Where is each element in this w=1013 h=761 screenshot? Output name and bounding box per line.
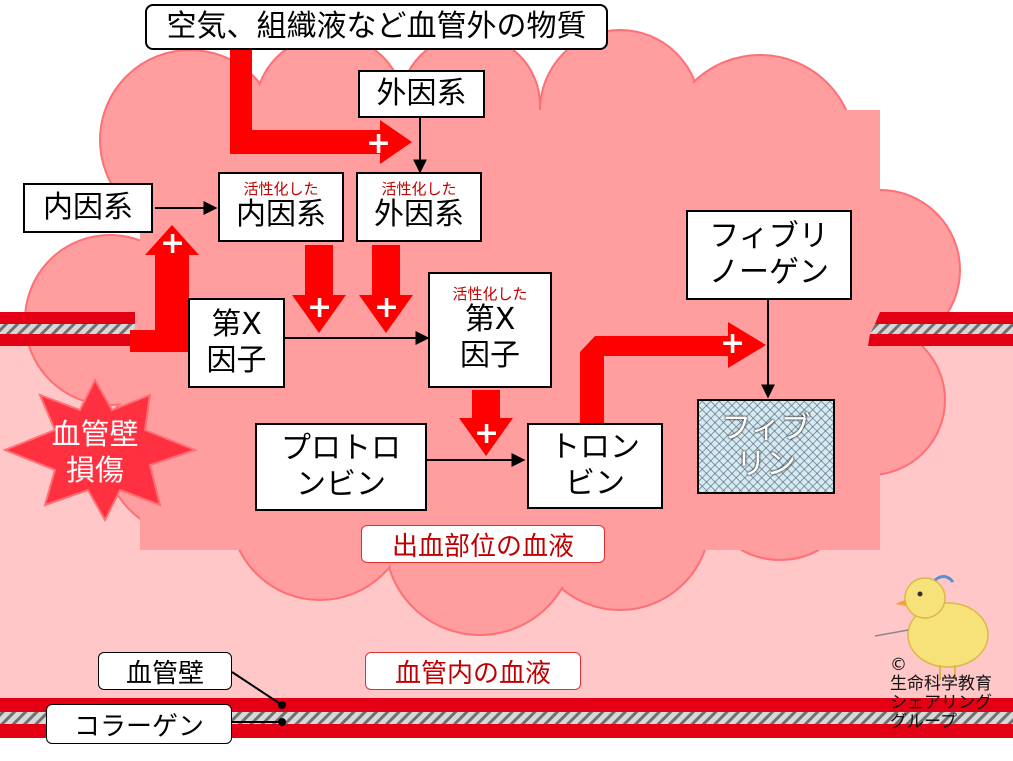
bleeding-blood-text: 出血部位の血液 xyxy=(391,531,574,562)
red-arrow-injury-to-intrinsic xyxy=(130,225,199,352)
activated-intrinsic-text: 内因系 xyxy=(236,197,326,233)
thrombin-line2: ビン xyxy=(565,466,625,501)
black-arrows xyxy=(155,116,775,467)
factor-x-line2: 因子 xyxy=(206,343,267,378)
fibrinogen-line2: ノーゲン xyxy=(709,255,829,290)
activated-factor-x-line2: 因子 xyxy=(460,338,520,374)
plus-sign-2: + xyxy=(160,226,186,261)
red-arrow-factor-x-down xyxy=(459,390,513,456)
activated-factor-x-line1: 第X xyxy=(464,302,516,338)
collagen-text: コラーゲン xyxy=(73,711,204,742)
vessel-wall-label: 血管壁 xyxy=(98,652,232,690)
prothrombin-box: プロトロ ンビン xyxy=(255,423,427,511)
bleeding-blood-label: 出血部位の血液 xyxy=(361,525,605,563)
activated-factor-x-box: 活性化した 第X 因子 xyxy=(428,272,552,388)
prothrombin-line1: プロトロ xyxy=(281,431,401,466)
red-arrow-thrombin-to-fibrin xyxy=(580,322,766,425)
plus-sign-5: + xyxy=(474,416,500,451)
plus-sign-6: + xyxy=(720,326,746,361)
activated-intrinsic-label: 活性化した xyxy=(243,179,319,198)
fibrin-line1: フィブ xyxy=(721,410,811,446)
external-substance-box: 空気、組織液など血管外の物質 xyxy=(145,4,608,50)
intrinsic-text: 内因系 xyxy=(43,190,133,225)
factor-x-line1: 第X xyxy=(211,307,262,342)
external-substance-text: 空気、組織液など血管外の物質 xyxy=(166,9,587,44)
label-pointers xyxy=(231,671,283,723)
activated-intrinsic-box: 活性化した 内因系 xyxy=(218,172,344,242)
credit-line3: シェアリング xyxy=(890,693,992,714)
intrinsic-box: 内因系 xyxy=(23,183,153,233)
credit-line4: グループ xyxy=(890,712,957,733)
chick-illustration xyxy=(874,575,989,680)
red-arrow-substance-to-extrinsic xyxy=(230,48,412,164)
fibrinogen-line1: フィブリ xyxy=(709,219,829,254)
vessel-blood-text: 血管内の血液 xyxy=(394,658,551,689)
red-arrows xyxy=(130,48,766,456)
vessel-wall-pointer-dot xyxy=(278,701,286,709)
extrinsic-box: 外因系 xyxy=(358,70,485,118)
credit-line2: 生命科学教育 xyxy=(890,674,992,695)
collagen-label: コラーゲン xyxy=(46,704,232,744)
activated-extrinsic-label: 活性化した xyxy=(381,179,457,198)
credit-text: © 生命科学教育 シェアリング グループ xyxy=(890,655,992,733)
fibrin-line2: リン xyxy=(736,446,796,482)
extrinsic-text: 外因系 xyxy=(376,76,467,111)
activated-extrinsic-text: 外因系 xyxy=(374,197,464,233)
injury-star-shape xyxy=(2,377,198,523)
plus-sign-1: + xyxy=(366,126,392,161)
collagen-pointer-dot xyxy=(278,718,286,726)
activated-factor-x-label: 活性化した xyxy=(452,284,528,303)
injury-label: 血管壁 損傷 xyxy=(35,416,155,489)
fibrin-box: フィブ リン xyxy=(697,399,835,494)
injury-line2: 損傷 xyxy=(65,453,124,488)
prothrombin-line2: ンビン xyxy=(296,467,386,502)
credit-line1: © xyxy=(890,655,907,675)
fibrinogen-box: フィブリ ノーゲン xyxy=(686,210,852,300)
vessel-wall-text: 血管壁 xyxy=(125,658,204,689)
plus-sign-4: + xyxy=(374,290,400,325)
vessel-wall-top-left xyxy=(0,312,135,346)
injury-line1: 血管壁 xyxy=(51,417,139,451)
vessel-blood-label: 血管内の血液 xyxy=(365,652,581,690)
thrombin-line1: トロン xyxy=(550,430,640,465)
vessel-wall-top-right xyxy=(868,312,1013,346)
red-arrow-activated-intrinsic-down xyxy=(292,245,346,333)
thrombin-box: トロン ビン xyxy=(527,423,663,509)
activated-extrinsic-box: 活性化した 外因系 xyxy=(356,172,482,242)
red-arrow-activated-extrinsic-down xyxy=(359,245,413,333)
plus-sign-3: + xyxy=(307,290,333,325)
factor-x-box: 第X 因子 xyxy=(188,298,285,388)
